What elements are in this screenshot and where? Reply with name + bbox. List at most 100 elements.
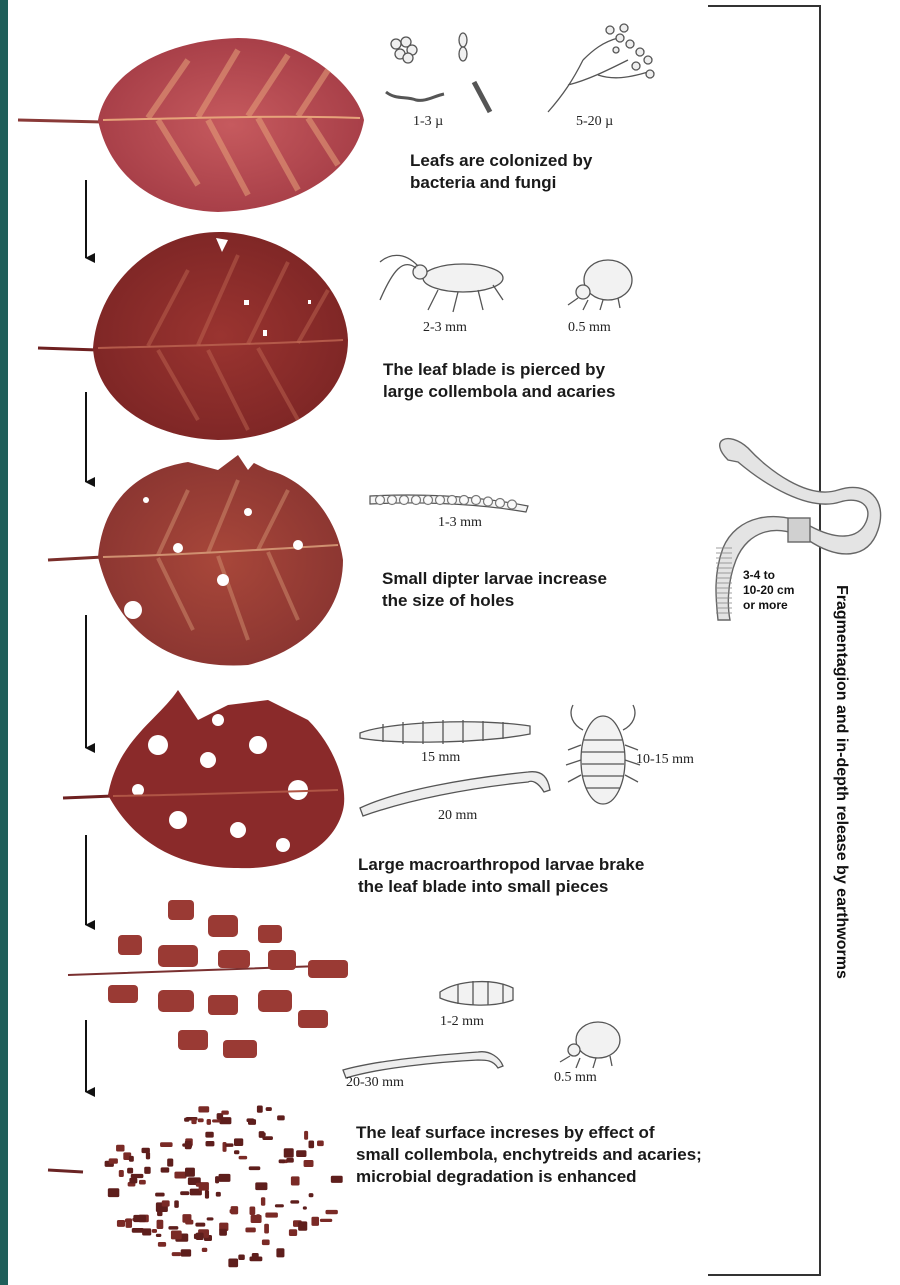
collembola-small-icon xyxy=(440,981,513,1005)
caption-stage-6-line-1: The leaf surface increses by effect of xyxy=(356,1122,702,1144)
leaf-crumb xyxy=(167,1158,173,1166)
leaf-crumb xyxy=(219,1174,231,1182)
size-beetle-larva: 15 mm xyxy=(421,750,460,766)
leaf-crumb xyxy=(157,1220,164,1229)
leaf-crumb xyxy=(109,1158,118,1163)
leaf-crumb xyxy=(289,1229,297,1236)
leaf-crumb xyxy=(262,1239,270,1245)
leaf-crumb xyxy=(296,1150,306,1157)
leaf-crumb xyxy=(308,1140,314,1148)
size-collembola-small: 1-2 mm xyxy=(440,1014,484,1030)
leaf-crumb xyxy=(284,1148,294,1157)
leaf-crumb xyxy=(249,1166,261,1170)
size-acari: 0.5 mm xyxy=(568,320,611,336)
leaf-crumb xyxy=(257,1105,263,1112)
collembola-icon xyxy=(380,255,503,312)
caption-stage-2: The leaf blade is pierced by large colle… xyxy=(383,359,615,403)
leaf-crumb xyxy=(207,1217,214,1220)
leaf-crumb xyxy=(261,1197,265,1206)
leaf-stage-5 xyxy=(68,900,348,1058)
leaf-crumb xyxy=(291,1176,300,1185)
leaf-crumb xyxy=(196,1183,206,1187)
leaf-crumb xyxy=(119,1170,124,1177)
leaf-crumb xyxy=(303,1206,307,1209)
larva-segment xyxy=(460,496,469,505)
caption-stage-4-line-2: the leaf blade into small pieces xyxy=(358,876,644,898)
leaf-crumb xyxy=(172,1252,181,1256)
earthworm-size-line-3: or more xyxy=(743,598,794,613)
isopod-icon xyxy=(566,705,640,804)
larva-segment xyxy=(484,497,493,506)
leaf-crumb xyxy=(198,1118,204,1122)
larva-segment xyxy=(436,496,445,505)
leaf-crumb xyxy=(171,1231,182,1240)
leaf-crumb xyxy=(251,1215,262,1223)
leaf-crumb xyxy=(262,1136,273,1140)
leaf-crumb xyxy=(250,1207,256,1216)
leaf-crumb xyxy=(219,1229,227,1236)
leaf-crumb xyxy=(277,1115,285,1120)
leaf-crumb xyxy=(245,1227,255,1232)
size-dipter-larva: 1-3 mm xyxy=(438,515,482,531)
earthworm-size-line-2: 10-20 cm xyxy=(743,583,794,598)
leaf-crumb xyxy=(239,1156,248,1160)
size-enchytreid: 20-30 mm xyxy=(346,1075,404,1091)
bracket xyxy=(708,6,820,1275)
caption-stage-6: The leaf surface increses by effect of s… xyxy=(356,1122,702,1188)
leaf-crumb xyxy=(279,1159,286,1163)
leaf-stage-4 xyxy=(63,690,344,868)
leaf-crumb xyxy=(298,1221,307,1230)
dipter-larva-icon xyxy=(370,495,528,512)
leaf-crumb xyxy=(234,1138,243,1146)
acari-icon xyxy=(568,260,632,310)
leaf-crumb xyxy=(182,1214,191,1223)
leaf-crumb xyxy=(161,1167,170,1172)
leaf-crumb xyxy=(325,1210,337,1214)
leaf-crumb xyxy=(185,1168,195,1177)
leaf-stage-1 xyxy=(18,38,364,212)
size-millipede-larva: 20 mm xyxy=(438,808,477,824)
leaf-crumb xyxy=(108,1188,119,1197)
leaf-crumb xyxy=(142,1148,150,1153)
leaf-crumb xyxy=(181,1249,191,1256)
fungi-icon xyxy=(548,24,654,112)
beetle-larva-icon xyxy=(360,720,530,744)
leaf-crumb xyxy=(168,1226,178,1230)
caption-stage-1-line-2: bacteria and fungi xyxy=(410,172,592,194)
leaf-crumb xyxy=(207,1119,211,1125)
larva-segment xyxy=(472,496,481,505)
leaf-crumb xyxy=(304,1131,308,1140)
leaf-crumb xyxy=(116,1145,124,1152)
larva-segment xyxy=(400,496,409,505)
leaf-crumb xyxy=(231,1206,239,1214)
leaf-crumb xyxy=(216,1192,221,1197)
leaf-crumb xyxy=(255,1182,267,1190)
side-label: Fragmentagion and in-depth release by ea… xyxy=(832,585,850,979)
diagram-page: Leafs are colonized by bacteria and fung… xyxy=(8,0,900,1285)
leaf-crumb xyxy=(238,1255,244,1260)
leaf-crumb xyxy=(144,1167,150,1174)
leaf-crumb xyxy=(133,1215,146,1222)
size-fungi: 5-20 µ xyxy=(576,114,613,130)
leaf-crumb xyxy=(156,1234,162,1237)
caption-stage-4-line-1: Large macroarthropod larvae brake xyxy=(358,854,644,876)
larva-segment xyxy=(376,496,385,505)
leaf-crumb xyxy=(162,1200,170,1206)
leaf-crumb xyxy=(126,1218,132,1228)
leaf-crumb xyxy=(174,1200,179,1207)
larva-segment xyxy=(388,496,397,505)
leaf-crumb xyxy=(265,1212,278,1217)
leaf-crumb xyxy=(129,1178,137,1184)
leaf-crumb xyxy=(205,1132,213,1138)
size-acari-small: 0.5 mm xyxy=(554,1070,597,1086)
leaf-crumb xyxy=(127,1168,133,1174)
leaf-crumb xyxy=(249,1256,262,1261)
leaf-crumb xyxy=(205,1190,209,1199)
leaf-stage-6 xyxy=(48,1105,343,1267)
leaf-crumb xyxy=(160,1142,173,1147)
leaf-crumb xyxy=(129,1156,134,1162)
earthworm-icon xyxy=(716,439,881,620)
leaf-crumb xyxy=(196,1233,204,1240)
leaf-crumb xyxy=(286,1158,293,1163)
leaf-crumb xyxy=(320,1219,332,1222)
